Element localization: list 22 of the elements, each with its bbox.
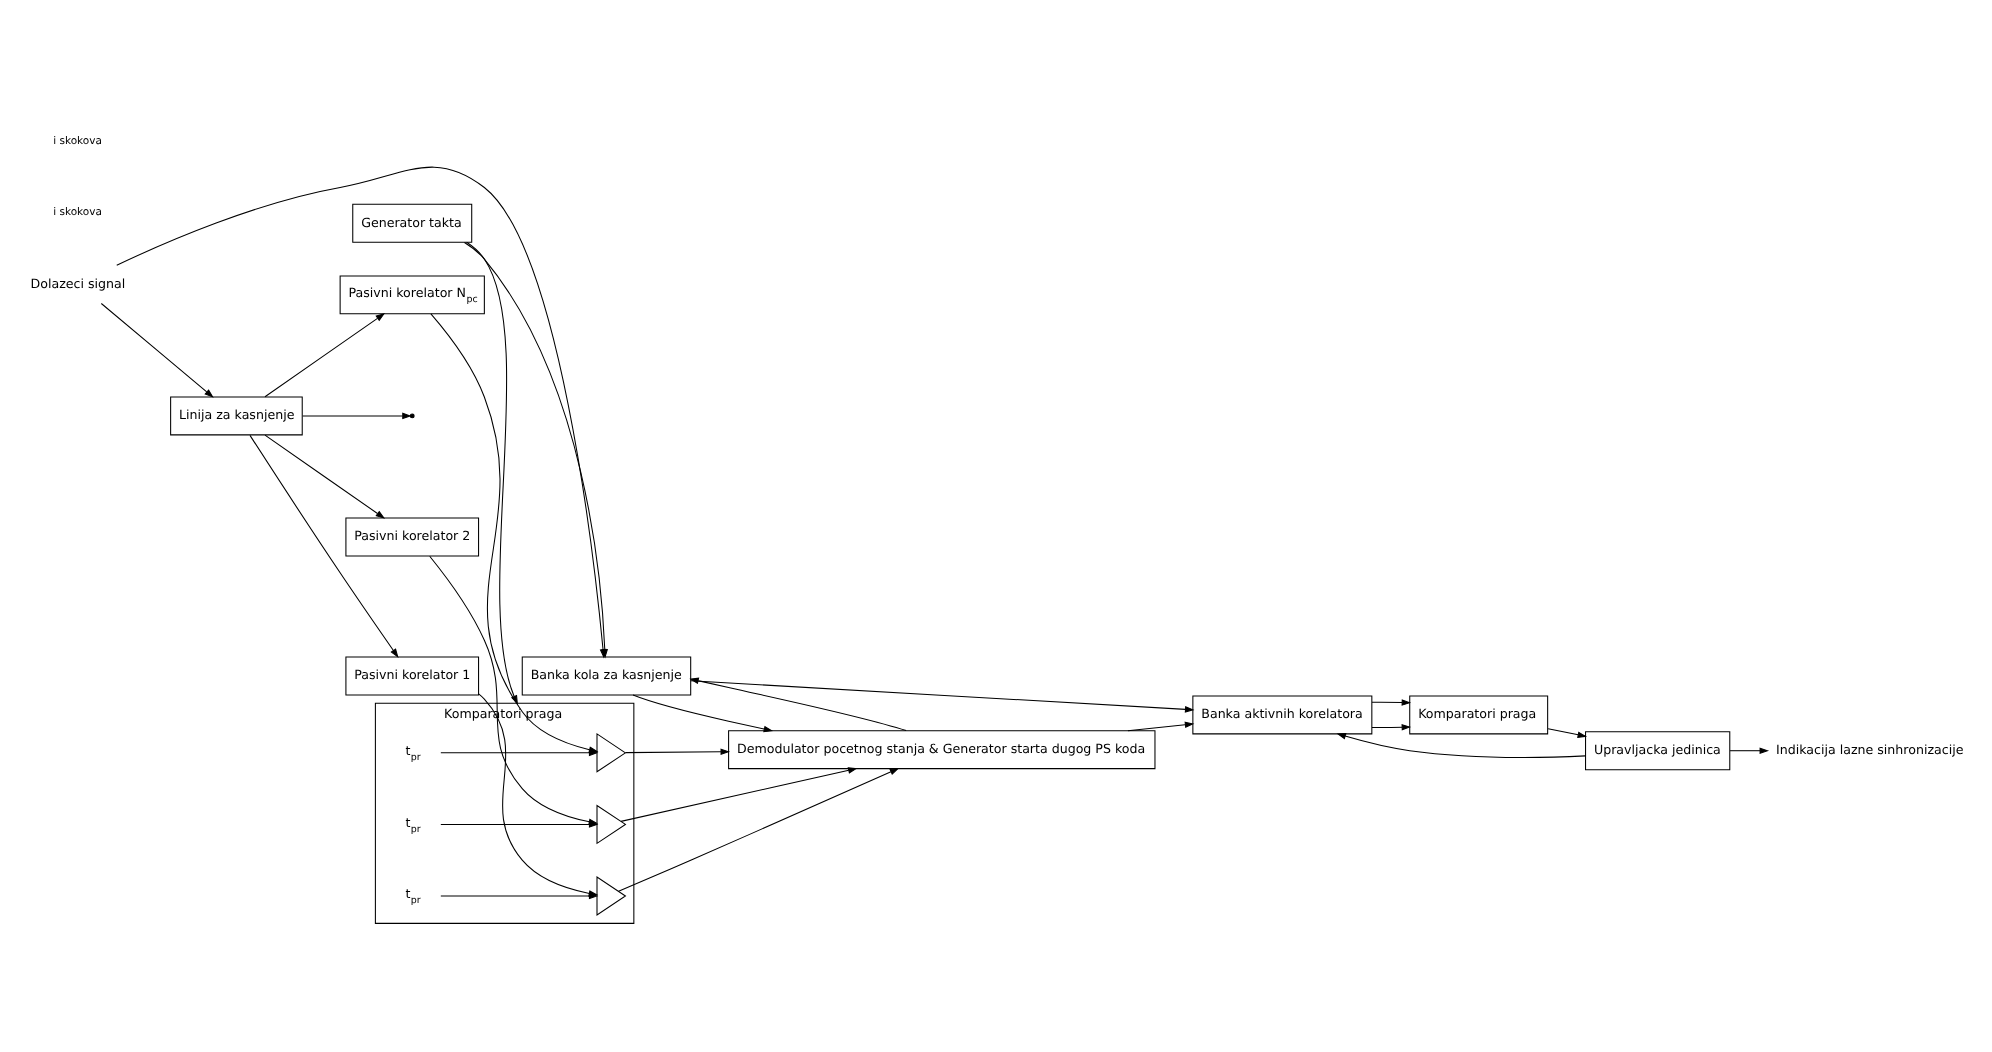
- arrow: [264, 312, 386, 397]
- arrow: [1127, 720, 1195, 731]
- arrow: [302, 411, 412, 419]
- arrow: [632, 693, 774, 732]
- arrow: [624, 747, 731, 755]
- arrow: [249, 433, 399, 657]
- arrow: [466, 240, 518, 704]
- arrow: [1547, 727, 1588, 737]
- node-triangle: [596, 731, 627, 772]
- arrow: [440, 748, 599, 756]
- node-triangle: [596, 803, 627, 844]
- arrow: [1371, 698, 1412, 705]
- arrow: [618, 767, 900, 891]
- node-triangle: [596, 875, 627, 915]
- arrow: [690, 679, 1195, 712]
- arrow: [100, 301, 214, 397]
- arrow: [1729, 746, 1770, 754]
- arrow: [264, 433, 386, 518]
- arrow: [620, 766, 858, 821]
- arrow: [1336, 732, 1586, 757]
- arrow: [1371, 722, 1412, 730]
- arrow: [689, 676, 907, 731]
